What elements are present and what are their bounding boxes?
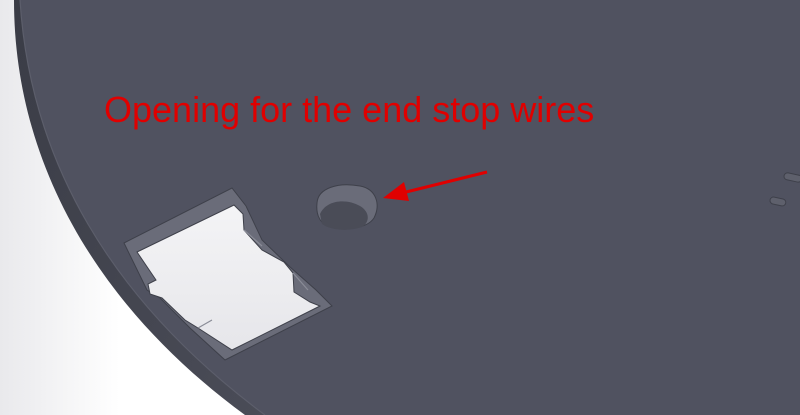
cutout-notch-lines [197,229,309,329]
cutout-opening [136,204,322,351]
plate-rim-line [19,0,266,415]
pin-lower [769,196,787,207]
plate-top-face [20,0,800,415]
annotation-label: Opening for the end stop wires [104,89,595,130]
wire-opening-floor [320,201,368,230]
pin-upper [783,172,800,183]
plate-edge [14,0,265,415]
annotation-arrow [383,170,488,201]
